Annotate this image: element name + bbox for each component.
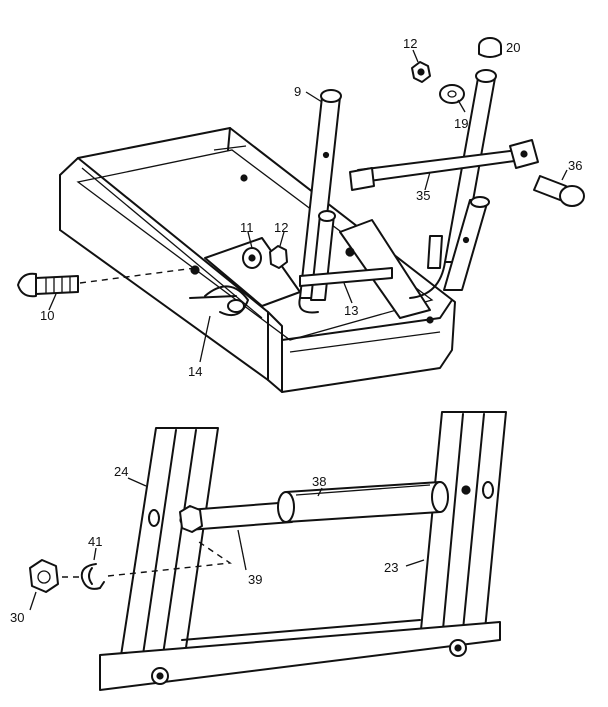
callout-14: 14 [188,364,202,379]
cap-20 [478,37,502,58]
nut-12-mid [269,245,288,269]
brace-35 [349,139,539,191]
callout-11: 11 [240,220,254,235]
callout-38: 38 [312,474,326,489]
callout-12-mid: 12 [274,220,288,235]
hitch-pin-14 [189,285,249,316]
callout-30: 30 [10,610,24,625]
callout-23: 23 [384,560,398,575]
sleeve-38 [277,481,449,523]
washer-19 [439,84,465,104]
leader-lines-upper [48,49,568,363]
hex-nut-30 [29,559,59,593]
rod-13 [299,267,393,287]
callout-13: 13 [344,303,358,318]
seat-frame-tubes [298,69,497,314]
bolt-36 [533,175,585,207]
washer-11 [242,247,262,269]
frame-right-rail-23 [419,411,507,641]
leader-lines-lower [29,477,425,611]
callout-39: 39 [248,572,262,587]
nut-12-top [411,61,431,83]
callout-19: 19 [454,116,468,131]
callout-24: 24 [114,464,128,479]
callout-10: 10 [40,308,54,323]
callout-9: 9 [294,84,301,99]
callout-36: 36 [568,158,582,173]
lock-washer-41 [80,563,105,590]
callout-35: 35 [416,188,430,203]
carriage-bolt-10 [17,267,196,298]
frame-left-rail-24 [117,427,219,676]
assembly-axis-lower [62,539,232,578]
axle-rod-39 [179,501,293,533]
callout-12-top: 12 [403,36,417,51]
frame-base [99,619,501,691]
callout-41: 41 [88,534,102,549]
callout-20: 20 [506,40,520,55]
